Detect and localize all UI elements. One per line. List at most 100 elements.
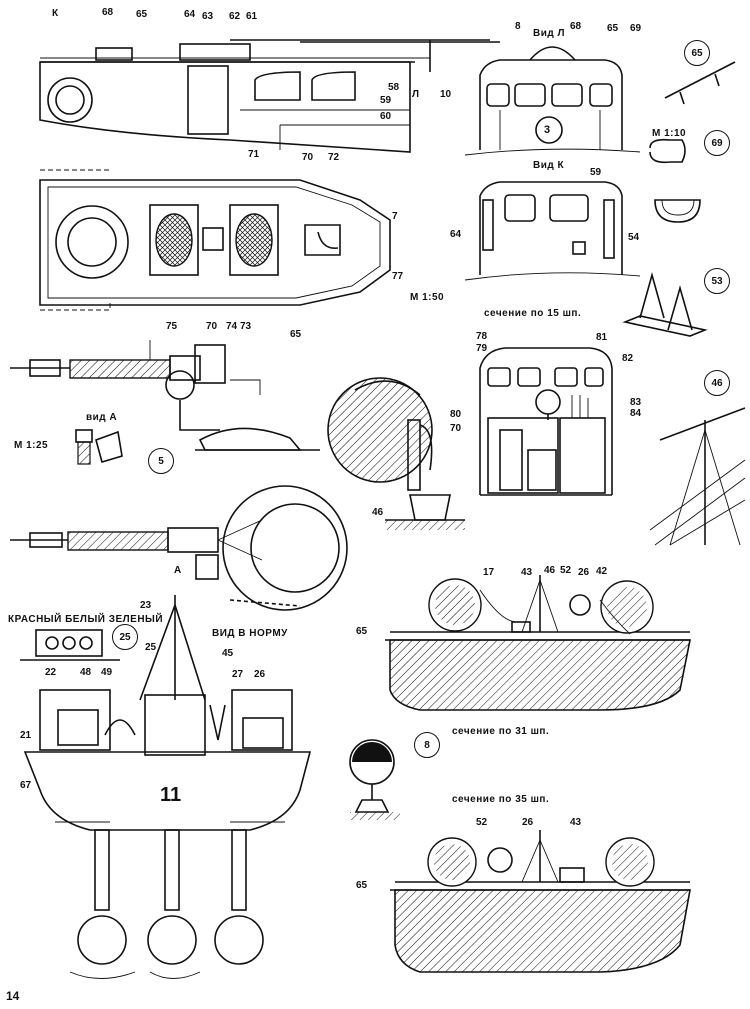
callout-64-top: 64 [184, 9, 196, 20]
callout-17: 17 [483, 567, 495, 578]
callout-67: 67 [20, 780, 32, 791]
callout-83: 83 [630, 397, 642, 408]
callout-26-s35: 26 [522, 817, 534, 828]
machine-gun-plan-view [10, 485, 348, 611]
callout-59-side: 59 [380, 95, 392, 106]
callout-8-view-l: 8 [515, 21, 521, 32]
callout-68-top: 68 [102, 7, 114, 18]
callout-81: 81 [596, 332, 608, 343]
callout-54: 54 [628, 232, 640, 243]
page-number: 14 [6, 989, 20, 1003]
wheelhouse-side-view [39, 39, 500, 153]
callout-43-s31: 43 [521, 567, 533, 578]
section-35 [390, 830, 691, 973]
callout-64-view-k: 64 [450, 229, 462, 240]
callout-45: 45 [222, 648, 234, 659]
callout-70-section: 70 [450, 423, 462, 434]
callout-21: 21 [20, 730, 32, 741]
scale-1-25: М 1:25 [14, 440, 49, 451]
callout-22: 22 [45, 667, 57, 678]
callout-72: 72 [328, 152, 340, 163]
circled-65: 65 [684, 40, 710, 66]
section-35-caption: сечение по 35 шп. [452, 794, 550, 805]
callout-48: 48 [80, 667, 92, 678]
detail-46-mast [649, 407, 746, 546]
callout-65-plan: 65 [290, 329, 302, 340]
section-31 [385, 575, 691, 711]
callout-43-s35: 43 [570, 817, 582, 828]
circled-25: 25 [112, 624, 138, 650]
callout-58: 58 [388, 82, 400, 93]
detail-8-lamp [349, 739, 400, 820]
callout-75: 75 [166, 321, 178, 332]
callout-82: 82 [622, 353, 634, 364]
callout-42: 42 [596, 566, 608, 577]
view-k-caption: Вид К [533, 160, 565, 171]
stern-view [23, 595, 312, 979]
callout-84: 84 [630, 408, 642, 419]
callout-25: 25 [145, 642, 157, 653]
callout-26-stern: 26 [254, 669, 266, 680]
callout-65-s31: 65 [356, 626, 368, 637]
view-l-front [464, 46, 641, 156]
callout-60: 60 [380, 111, 392, 122]
callout-23: 23 [140, 600, 152, 611]
detail-65-handrail [664, 61, 736, 105]
view-l-caption: Вид Л [533, 28, 566, 39]
callout-77: 77 [392, 271, 404, 282]
callout-69-view-l: 69 [630, 23, 642, 34]
circled-53: 53 [704, 268, 730, 294]
marker-l-top: Л [412, 89, 420, 100]
view-k [464, 181, 641, 281]
circled-5: 5 [148, 448, 174, 474]
callout-73: 73 [240, 321, 252, 332]
callout-80: 80 [450, 409, 462, 420]
callout-65-s35: 65 [356, 880, 368, 891]
view-a-detail [75, 429, 123, 465]
lights-caption: КРАСНЫЙ БЕЛЫЙ ЗЕЛЕНЫЙ [8, 614, 164, 625]
section-15 [479, 347, 613, 496]
machine-gun-side-view [10, 340, 320, 451]
searchlight-assembly [327, 377, 465, 530]
stern-view-caption: ВИД В НОРМУ [212, 628, 288, 639]
navigation-lights-detail [20, 629, 120, 661]
circled-46: 46 [704, 370, 730, 396]
callout-79: 79 [476, 343, 488, 354]
section-31-caption: сечение по 31 шп. [452, 726, 550, 737]
callout-63-top: 63 [202, 11, 214, 22]
view-a-caption: вид А [86, 412, 118, 423]
callout-59-view-k: 59 [590, 167, 602, 178]
callout-46-s31: 46 [544, 565, 556, 576]
callout-74: 74 [226, 321, 238, 332]
marker-a: А [174, 565, 182, 576]
callout-78: 78 [476, 331, 488, 342]
scale-1-50: М 1:50 [410, 292, 445, 303]
callout-70-top: 70 [302, 152, 314, 163]
circled-69: 69 [704, 130, 730, 156]
callout-52-s35: 52 [476, 817, 488, 828]
callout-65-top: 65 [136, 9, 148, 20]
section-15-caption: сечение по 15 шп. [484, 308, 582, 319]
callout-71: 71 [248, 149, 260, 160]
callout-61-top: 61 [246, 11, 258, 22]
callout-46-searchlight: 46 [372, 507, 384, 518]
marker-k-top: К [52, 8, 59, 19]
callout-49: 49 [101, 667, 113, 678]
callout-27: 27 [232, 669, 244, 680]
wheelhouse-plan-view [39, 169, 391, 311]
hull-mark-3: 3 [544, 124, 551, 136]
callout-70-plan: 70 [206, 321, 218, 332]
callout-62-top: 62 [229, 11, 241, 22]
callout-10: 10 [440, 89, 452, 100]
detail-69-lamp [649, 138, 701, 223]
callout-68-view-l: 68 [570, 21, 582, 32]
scale-1-10: М 1:10 [652, 128, 687, 139]
callout-7: 7 [392, 211, 398, 222]
callout-52-s31: 52 [560, 565, 572, 576]
circled-8: 8 [414, 732, 440, 758]
stern-mark: 11 [160, 784, 182, 806]
detail-53-bracket [622, 272, 708, 337]
callout-65-view-l: 65 [607, 23, 619, 34]
